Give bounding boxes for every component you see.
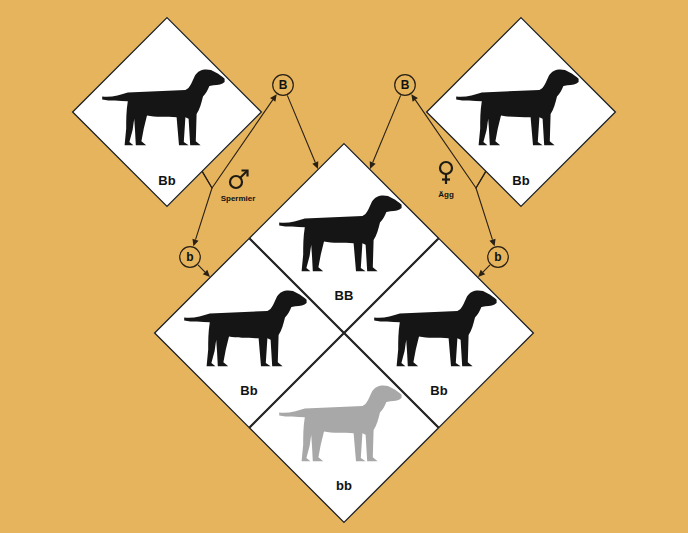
black-dog [374, 290, 496, 366]
female-symbol [440, 162, 452, 184]
female-symbol-cross [442, 178, 450, 180]
black-dog [279, 195, 401, 271]
parent-diamond: Bb [426, 17, 616, 207]
diamond-outline [249, 333, 439, 523]
arrow-head [203, 270, 210, 277]
arrow-head [270, 94, 277, 102]
genotype-label: BB [249, 288, 439, 303]
arrow-head [478, 270, 485, 277]
dog-figures [102, 69, 578, 461]
gamete-label: Spermier [221, 194, 256, 203]
genotype-label: Bb [344, 383, 534, 398]
gamete-arrow [202, 94, 276, 188]
diamond-fills [72, 17, 616, 523]
grey-dog [279, 385, 401, 461]
allele-circle: b [487, 246, 509, 268]
allele-letter: b [179, 250, 201, 264]
circle-border [180, 247, 201, 268]
gamete-arrow [198, 265, 210, 277]
gamete-arrow [478, 265, 490, 277]
allele-letter: B [272, 78, 294, 92]
diamond-fill [426, 17, 616, 207]
diamond-outline [344, 238, 534, 428]
male-symbol-head [242, 171, 248, 177]
offspring-diamond: bb [249, 333, 439, 523]
male-symbol [230, 171, 248, 189]
black-dog [184, 290, 306, 366]
circle-border [488, 247, 509, 268]
arrow-line [202, 100, 272, 188]
allele-circle: b [179, 246, 201, 268]
diamond-border [427, 18, 616, 207]
gamete-label: Ägg [438, 190, 454, 199]
offspring-diamond: Bb [344, 238, 534, 428]
diamond-border [73, 18, 262, 207]
gamete-arrow [370, 95, 401, 169]
parent-diamond: Bb [72, 17, 262, 207]
arrow-line [373, 95, 401, 162]
arrow-head [370, 161, 376, 169]
allele-circle: B [272, 74, 294, 96]
circle-border [273, 75, 294, 96]
arrow-line [196, 172, 212, 240]
allele-letter: b [487, 250, 509, 264]
diamond-outline [154, 238, 344, 428]
genotype-label: Bb [72, 173, 262, 188]
arrow-head [192, 239, 198, 247]
male-symbol-shaft [241, 171, 248, 178]
arrow-head [411, 94, 418, 102]
male-symbol-ring [230, 176, 242, 188]
gamete-arrow [476, 172, 496, 247]
arrow-line [415, 100, 485, 188]
diamond-fill [72, 17, 262, 207]
gamete-arrow [287, 95, 318, 169]
genotype-label: Bb [154, 383, 344, 398]
genotype-label: bb [249, 478, 439, 493]
genotype-label: Bb [426, 173, 616, 188]
offspring-diamond: Bb [154, 238, 344, 428]
arrow-head [312, 161, 318, 169]
black-dog [456, 69, 578, 145]
gamete-arrow [192, 172, 212, 247]
arrow-line [287, 95, 315, 162]
circle-border [395, 75, 416, 96]
diamond-border [250, 144, 439, 333]
arrow-line [198, 265, 205, 272]
arrow-head [489, 239, 495, 247]
diamond-border [155, 239, 344, 428]
gamete-arrow [411, 94, 485, 188]
diamond-border [345, 239, 534, 428]
female-symbol-ring [440, 162, 452, 174]
allele-letter: B [394, 78, 416, 92]
diamond-border [250, 334, 439, 523]
diamond-outline [249, 143, 439, 333]
arrow-line [476, 172, 492, 240]
allele-circle: B [394, 74, 416, 96]
offspring-diamond: BB [249, 143, 439, 333]
black-dog [102, 69, 224, 145]
arrow-line [483, 265, 490, 272]
